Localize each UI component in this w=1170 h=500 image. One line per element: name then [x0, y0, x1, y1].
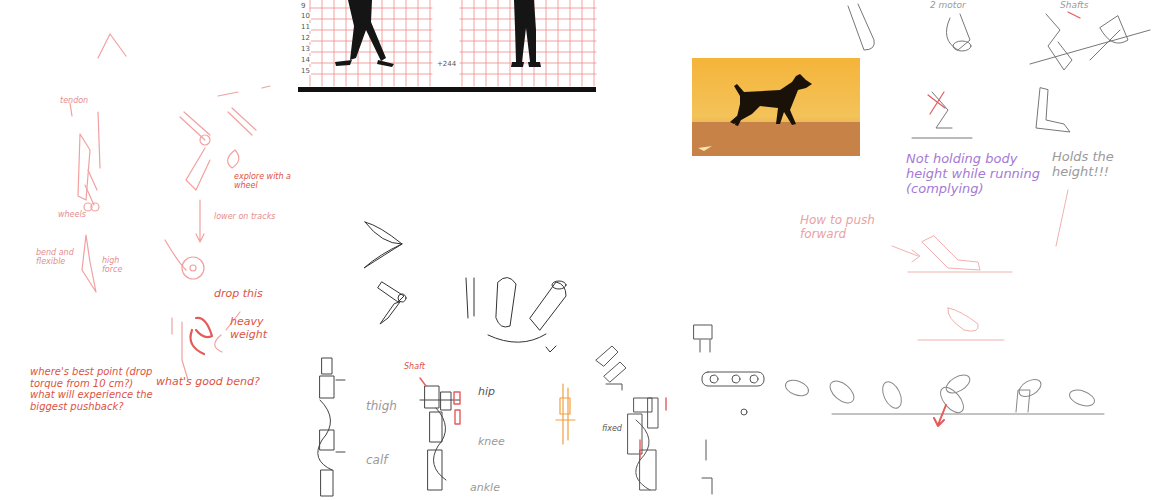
axis-number: 11 [300, 23, 311, 31]
note: lower on tracks [214, 212, 275, 221]
note: wheels [58, 210, 86, 219]
note: what's good bend? [156, 376, 260, 389]
note: Shafts [1060, 0, 1088, 10]
axis-number: 13 [300, 45, 311, 53]
part-name: thigh [366, 400, 397, 414]
axis-number: 12 [300, 34, 311, 42]
frame-number: +244 [436, 60, 457, 68]
note: drop this [214, 288, 263, 301]
note: explore with a wheel [234, 172, 294, 190]
note: How to push forward [800, 214, 890, 242]
part-name: calf [366, 454, 388, 468]
part-name: knee [478, 436, 505, 449]
note: heavy weight [230, 316, 282, 341]
note: 2 motor [930, 0, 966, 10]
axis-number: 15 [300, 67, 311, 75]
note: high force [102, 256, 142, 274]
axis-number: 10 [300, 12, 311, 20]
note: Holds the height!!! [1052, 150, 1142, 180]
part-name: ankle [470, 482, 500, 495]
note: bend and flexible [36, 248, 82, 266]
axis-number: 14 [300, 56, 311, 64]
note: tendon [60, 96, 88, 105]
note: where's best point (drop torque from 10 … [30, 366, 158, 412]
axis-number: 9 [300, 2, 306, 10]
part-name: fixed [602, 424, 622, 433]
part-name: Shaft [404, 362, 425, 371]
part-name: hip [478, 386, 495, 399]
note: Not holding body height while running (c… [906, 152, 1046, 197]
